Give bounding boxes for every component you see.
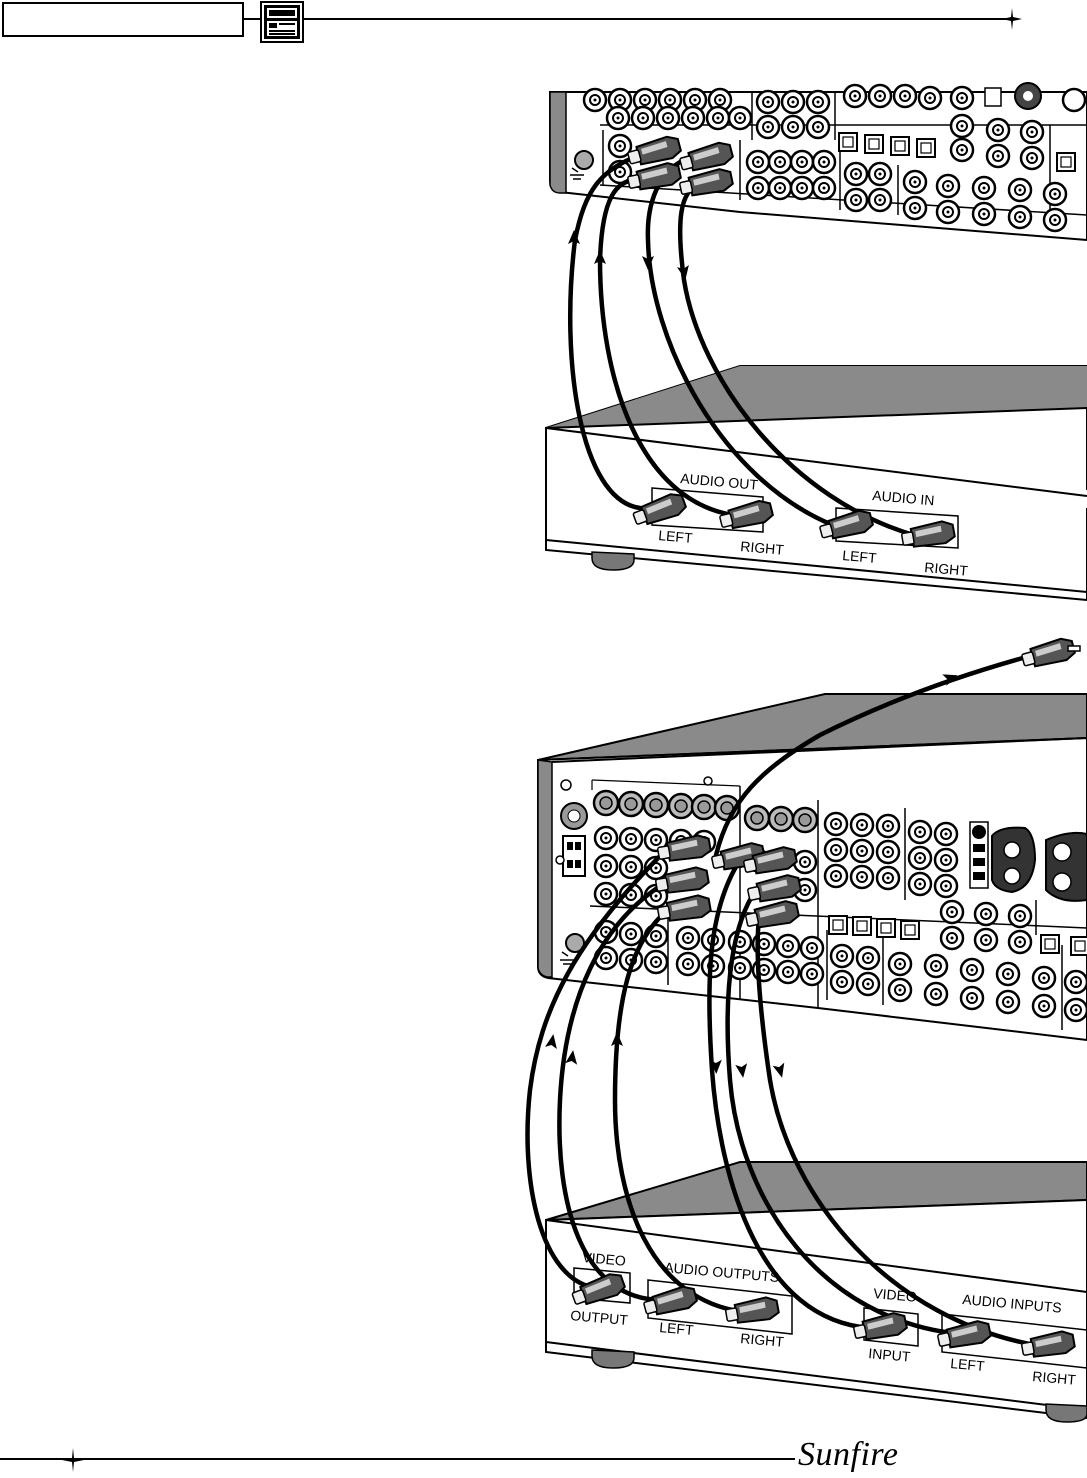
- bottom-plugs: [569, 635, 1081, 1362]
- label-audio-in: AUDIO IN: [872, 487, 935, 508]
- label-right: RIGHT: [1032, 1368, 1077, 1388]
- bottom-receiver-panel: [537, 693, 1087, 1042]
- bottom-cables: [525, 653, 1043, 1349]
- brand-wordmark: Sunfire: [798, 1436, 899, 1473]
- label-right: RIGHT: [740, 1330, 785, 1350]
- label-right: RIGHT: [924, 559, 969, 579]
- header-rule: [244, 18, 1016, 20]
- label-left: LEFT: [659, 1319, 695, 1338]
- top-component-unit: AUDIO OUT AUDIO IN LEFT RIGHT LEFT RIGHT: [545, 365, 1087, 602]
- top-arrows: [568, 230, 692, 281]
- label-right: RIGHT: [740, 538, 785, 558]
- dolby-dts-logo: [260, 1, 304, 43]
- label-audio-out: AUDIO OUT: [680, 470, 759, 493]
- label-video-input: INPUT: [868, 1345, 912, 1365]
- star-ornament-icon: [62, 1448, 84, 1472]
- label-video-output: OUTPUT: [570, 1307, 629, 1328]
- header-box: [2, 2, 244, 37]
- star-ornament-icon: [1002, 8, 1022, 30]
- label-left: LEFT: [950, 1355, 986, 1374]
- label-left: LEFT: [842, 547, 878, 566]
- label-left: LEFT: [658, 527, 694, 546]
- footer-rule: [0, 1458, 795, 1460]
